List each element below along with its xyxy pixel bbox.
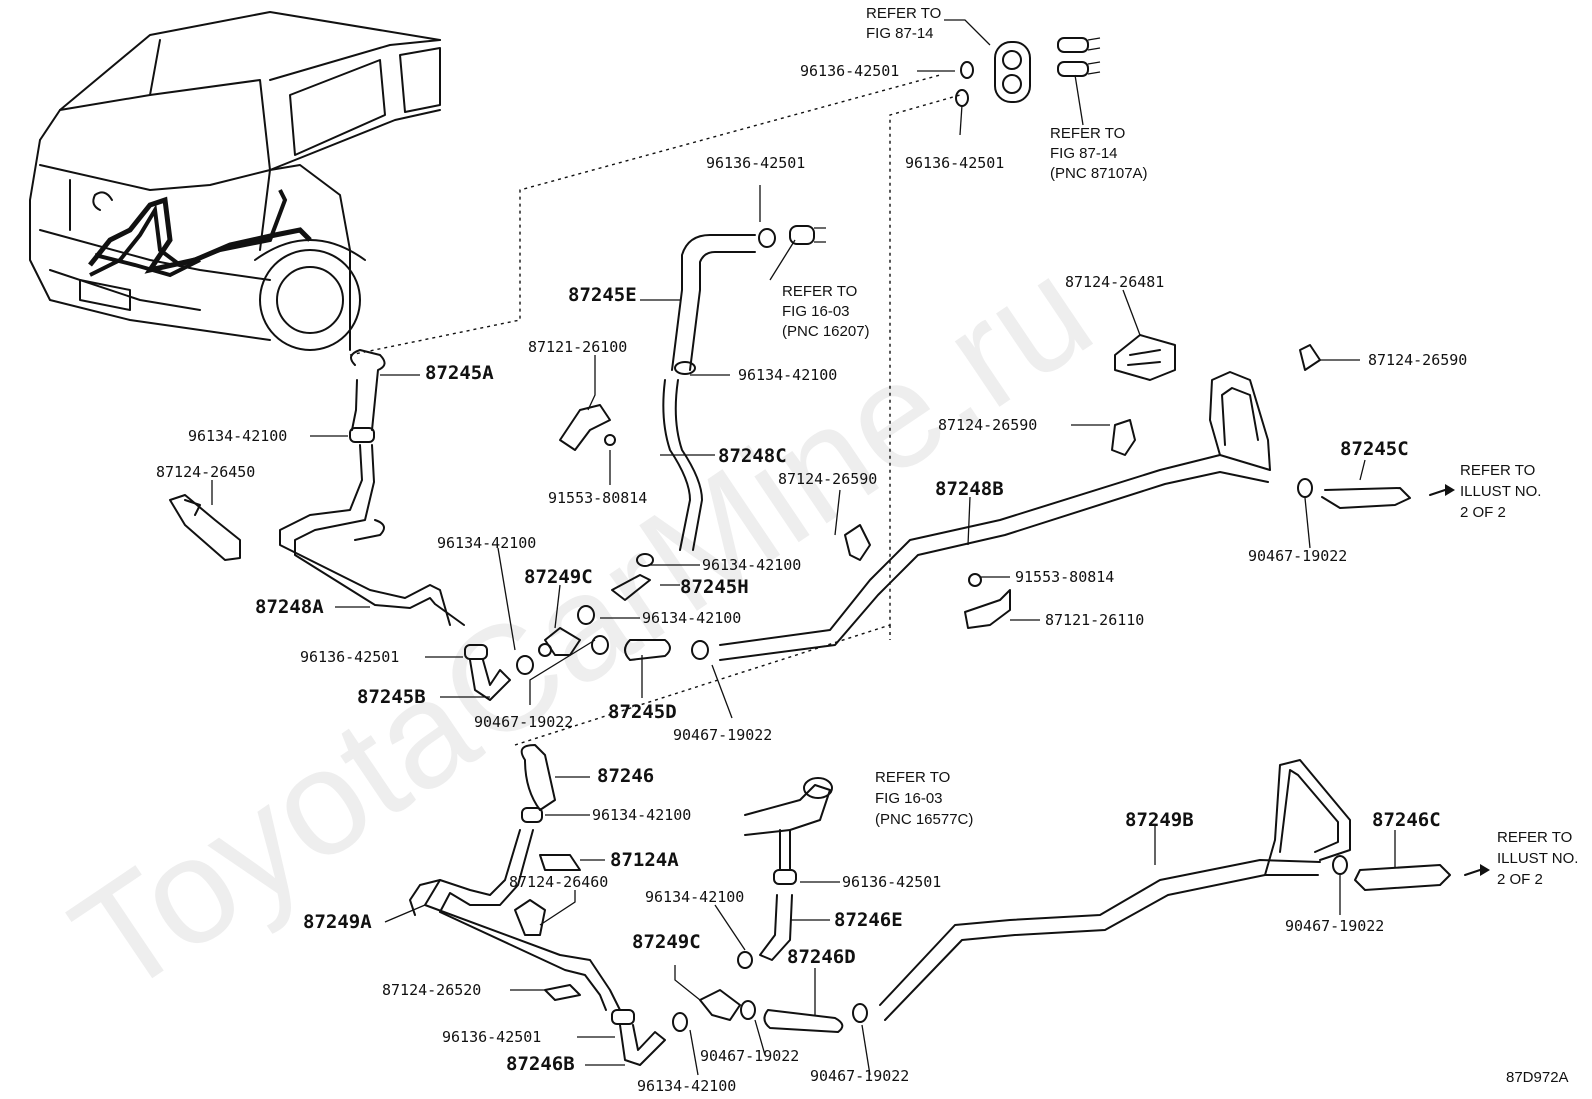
label-96134-42100: 96134-42100	[188, 427, 287, 445]
tee-87249C-lower	[672, 989, 756, 1032]
label-87121-26110: 87121-26110	[1045, 611, 1144, 629]
hose-87245E	[671, 225, 826, 375]
label-87246E: 87246E	[834, 909, 903, 931]
label-87249C: 87249C	[632, 931, 701, 953]
label-96134-42100: 96134-42100	[592, 806, 691, 824]
label-96134-42100: 96134-42100	[437, 534, 536, 552]
label-87246D: 87246D	[787, 946, 856, 968]
label-96136-42501: 96136-42501	[800, 62, 899, 80]
hose-87245B	[464, 644, 511, 701]
hose-87248A	[279, 444, 465, 626]
refer-note-line: REFER TO	[875, 769, 950, 786]
label-87124A: 87124A	[610, 849, 679, 871]
clip-87124-26460	[514, 899, 546, 936]
label-96134-42100: 96134-42100	[702, 556, 801, 574]
grommet-part	[955, 37, 1101, 107]
refer-note-line: ILLUST NO.	[1460, 483, 1541, 500]
label-87245A: 87245A	[425, 362, 494, 384]
hose-87249A	[409, 829, 621, 1011]
label-87246: 87246	[597, 765, 654, 787]
clip-87124-26450	[169, 494, 241, 561]
refer-note-line: FIG 16-03	[782, 303, 850, 320]
label-87245H: 87245H	[680, 576, 749, 598]
label-90467-19022: 90467-19022	[810, 1067, 909, 1085]
label-96136-42501: 96136-42501	[842, 873, 941, 891]
refer-note-line: FIG 87-14	[866, 25, 934, 42]
refer-note-line: (PNC 16577C)	[875, 811, 973, 828]
label-87248A: 87248A	[255, 596, 324, 618]
label-87245D: 87245D	[608, 701, 677, 723]
bracket-87121-26100	[559, 404, 616, 451]
diagram-code: 87D972A	[1506, 1069, 1569, 1086]
hose-87246B	[611, 1009, 666, 1066]
hose-87248B	[719, 371, 1271, 661]
refer-note-line: FIG 87-14	[1050, 145, 1118, 162]
label-96136-42501: 96136-42501	[905, 154, 1004, 172]
hose-87246D	[763, 1003, 868, 1033]
label-96134-42100: 96134-42100	[637, 1077, 736, 1095]
refer-note-line: REFER TO	[1497, 829, 1572, 846]
label-96134-42100: 96134-42100	[738, 366, 837, 384]
label-96134-42100: 96134-42100	[642, 609, 741, 627]
label-90467-19022: 90467-19022	[1248, 547, 1347, 565]
leader-lines	[211, 19, 1396, 1076]
label-96136-42501: 96136-42501	[706, 154, 805, 172]
hose-87246C	[1332, 855, 1490, 891]
label-90467-19022: 90467-19022	[474, 713, 573, 731]
part-number-labels: 96136-42501 96136-42501 96136-42501 8724…	[156, 62, 1467, 1095]
label-87124-26460: 87124-26460	[509, 873, 608, 891]
refer-note-line: FIG 16-03	[875, 790, 943, 807]
refer-note-line: (PNC 87107A)	[1050, 165, 1148, 182]
hose-87245C	[1297, 478, 1455, 509]
label-87246C: 87246C	[1372, 809, 1441, 831]
label-87245B: 87245B	[357, 686, 426, 708]
hose-87246E	[737, 894, 793, 969]
dashed-guide-lines	[349, 74, 961, 746]
bracket-87121-26110	[964, 573, 1011, 629]
label-90467-19022: 90467-19022	[673, 726, 772, 744]
label-87121-26100: 87121-26100	[528, 338, 627, 356]
label-96136-42501: 96136-42501	[442, 1028, 541, 1046]
refer-to-notes: REFER TO FIG 87-14 REFER TO FIG 87-14 (P…	[782, 5, 1578, 888]
label-96134-42100: 96134-42100	[645, 888, 744, 906]
filler-neck	[744, 777, 833, 885]
label-87124-26450: 87124-26450	[156, 463, 255, 481]
refer-note-line: 2 OF 2	[1497, 871, 1543, 888]
refer-note-line: REFER TO	[866, 5, 941, 22]
hose-87246	[520, 744, 556, 823]
label-90467-19022: 90467-19022	[1285, 917, 1384, 935]
clip-87124-26481	[1114, 334, 1176, 381]
label-87248B: 87248B	[935, 478, 1004, 500]
refer-note-line: 2 OF 2	[1460, 504, 1506, 521]
label-90467-19022: 90467-19022	[700, 1047, 799, 1065]
clip-87124-26520	[544, 984, 581, 1001]
label-87246B: 87246B	[506, 1053, 575, 1075]
label-96136-42501: 96136-42501	[300, 648, 399, 666]
label-87245E: 87245E	[568, 284, 637, 306]
label-87124-26590: 87124-26590	[1368, 351, 1467, 369]
label-87249A: 87249A	[303, 911, 372, 933]
clip-87124A	[539, 854, 581, 871]
hose-87248C	[636, 379, 703, 567]
label-91553-80814: 91553-80814	[548, 489, 647, 507]
label-87245C: 87245C	[1340, 438, 1409, 460]
label-87124-26590: 87124-26590	[778, 470, 877, 488]
hose-87245A	[349, 349, 386, 443]
label-87249B: 87249B	[1125, 809, 1194, 831]
label-91553-80814: 91553-80814	[1015, 568, 1114, 586]
label-87124-26520: 87124-26520	[382, 981, 481, 999]
label-87249C: 87249C	[524, 566, 593, 588]
refer-note-line: ILLUST NO.	[1497, 850, 1578, 867]
tee-87249C-upper	[516, 574, 709, 675]
hose-87249B	[879, 759, 1351, 1021]
label-87248C: 87248C	[718, 445, 787, 467]
refer-note-line: (PNC 16207)	[782, 323, 870, 340]
label-87124-26590: 87124-26590	[938, 416, 1037, 434]
refer-note-line: REFER TO	[1050, 125, 1125, 142]
refer-note-line: REFER TO	[1460, 462, 1535, 479]
refer-note-line: REFER TO	[782, 283, 857, 300]
vehicle-illustration	[29, 11, 441, 351]
label-87124-26481: 87124-26481	[1065, 273, 1164, 291]
